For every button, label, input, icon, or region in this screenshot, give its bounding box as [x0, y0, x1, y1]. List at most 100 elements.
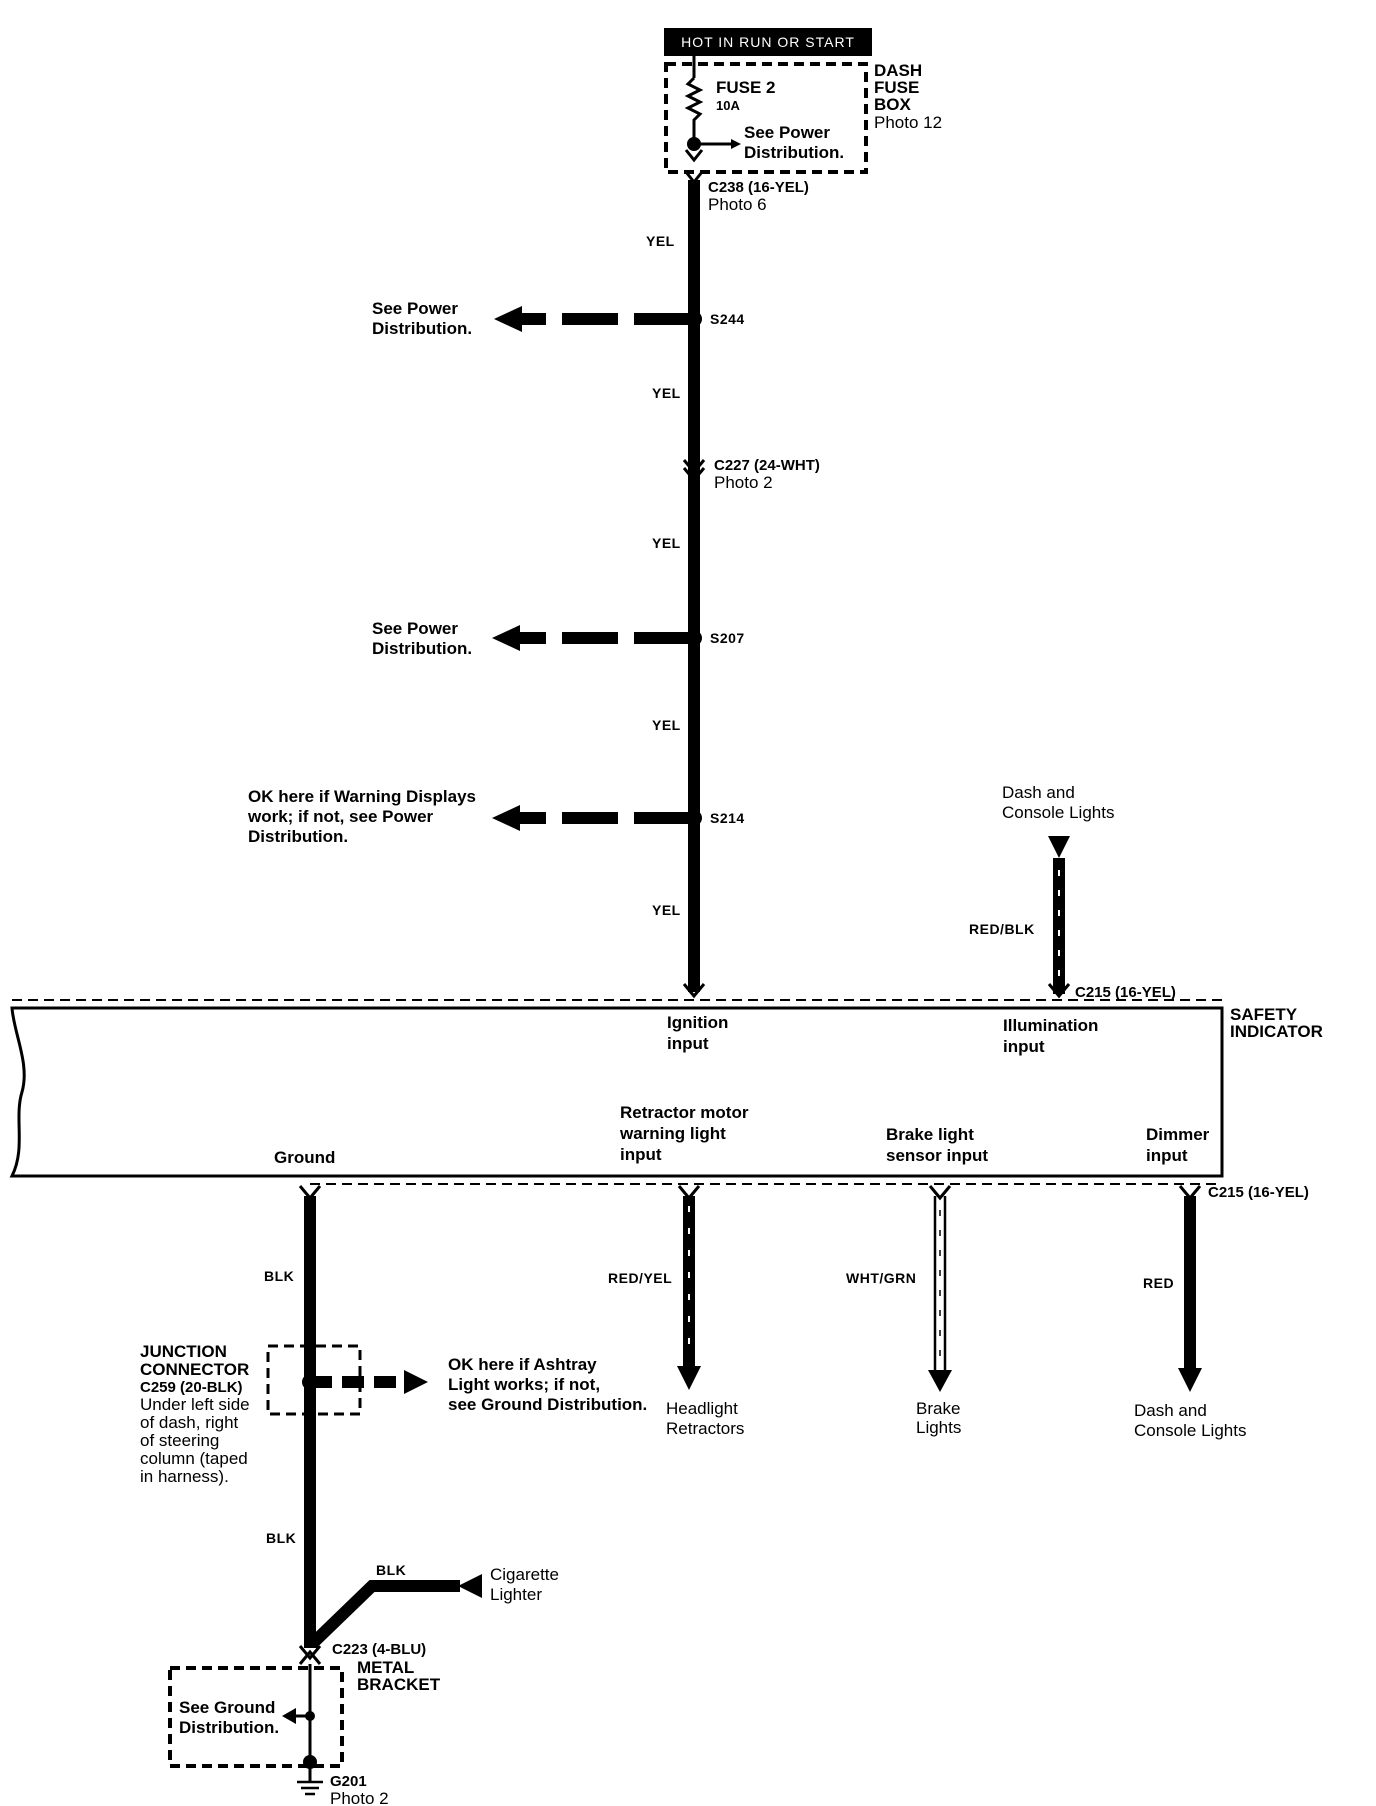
fuse-box-name-3: BOX	[874, 95, 912, 114]
ground-blk-wire	[298, 1185, 322, 1648]
wire-label-yel-3: YEL	[652, 535, 681, 551]
bracket-name-2: BRACKET	[357, 1675, 441, 1694]
s244-label-2: Distribution.	[372, 319, 472, 338]
fuse-box-name-1: DASH	[874, 61, 922, 80]
s214-id: S214	[710, 810, 745, 826]
bracket-branch-label-1: See Ground	[179, 1698, 275, 1717]
fuse-name: FUSE 2	[716, 78, 776, 97]
dest-cigarette-2: Lighter	[490, 1585, 542, 1604]
splice-s207: S207 See Power Distribution.	[372, 619, 745, 658]
metal-bracket	[168, 1664, 344, 1782]
dash-console-source-1: Dash and	[1002, 783, 1075, 802]
s244-arrow	[494, 306, 522, 332]
yel-feed-wire	[684, 171, 704, 992]
wire-label-yel-4: YEL	[652, 717, 681, 733]
dest-dash-console-2: Console Lights	[1134, 1421, 1246, 1440]
pin-retractor-3: input	[620, 1145, 662, 1164]
c238-id: C238 (16-YEL)	[708, 179, 809, 196]
wire-label-yel-5: YEL	[652, 902, 681, 918]
c227-photo: Photo 2	[714, 473, 773, 492]
s214-label-2: work; if not, see Power	[247, 807, 434, 826]
pin-illumination-1: Illumination	[1003, 1016, 1098, 1035]
junction-branch-label-1: OK here if Ashtray	[448, 1355, 597, 1374]
splice-s244: S244 See Power Distribution.	[372, 299, 745, 338]
dash-console-arrow	[1178, 1368, 1202, 1392]
pin-ground: Ground	[274, 1148, 335, 1167]
power-source-header: HOT IN RUN OR START	[664, 28, 872, 56]
connector-c223	[298, 1645, 322, 1665]
pin-retractor-1: Retractor motor	[620, 1103, 749, 1122]
headlight-arrow	[677, 1366, 701, 1390]
wire-label-blk-1: BLK	[264, 1268, 294, 1284]
dest-brake-1: Brake	[916, 1399, 960, 1418]
dest-cigarette-1: Cigarette	[490, 1565, 559, 1584]
brake-arrow	[928, 1370, 952, 1392]
junction-location-4: column (taped	[140, 1449, 248, 1468]
wht-grn-wire	[928, 1185, 952, 1392]
dash-fuse-box: FUSE 2 10A See Power Distribution. DASH …	[664, 56, 942, 174]
connector-c227: C227 (24-WHT) Photo 2	[682, 457, 820, 492]
bracket-branch-arrow	[282, 1708, 296, 1724]
module-name-1: SAFETY	[1230, 1005, 1298, 1024]
junction-title-3: C259 (20-BLK)	[140, 1379, 243, 1396]
wire-label-blk-2: BLK	[266, 1530, 296, 1546]
junction-location-5: in harness).	[140, 1467, 229, 1486]
s207-label-2: Distribution.	[372, 639, 472, 658]
s244-label-1: See Power	[372, 299, 458, 318]
safety-indicator-module	[9, 999, 1226, 1185]
cigarette-lighter-wire	[307, 1574, 482, 1649]
pin-brake-2: sensor input	[886, 1146, 988, 1165]
pin-brake-1: Brake light	[886, 1125, 974, 1144]
fuse-box-photo: Photo 12	[874, 113, 942, 132]
wire-label-blk-3: BLK	[376, 1562, 406, 1578]
junction-title-2: CONNECTOR	[140, 1360, 249, 1379]
junction-location-2: of dash, right	[140, 1413, 239, 1432]
s214-arrow	[492, 805, 520, 831]
pin-retractor-2: warning light	[619, 1124, 726, 1143]
module-name-2: INDICATOR	[1230, 1022, 1323, 1041]
bracket-name-1: METAL	[357, 1658, 414, 1677]
pin-illumination-2: input	[1003, 1037, 1045, 1056]
s207-label-1: See Power	[372, 619, 458, 638]
fuse-symbol	[684, 76, 704, 144]
junction-branch-arrow	[404, 1370, 428, 1394]
s244-id: S244	[710, 311, 745, 327]
s214-label-1: OK here if Warning Displays	[248, 787, 476, 806]
junction-connector-c259	[266, 1344, 428, 1416]
splice-s214: S214 OK here if Warning Displays work; i…	[247, 787, 745, 846]
dash-console-source-arrow	[1048, 836, 1070, 858]
wire-label-yel-1: YEL	[646, 233, 675, 249]
dest-dash-console-1: Dash and	[1134, 1401, 1207, 1420]
red-wire	[1178, 1185, 1202, 1392]
ground-photo: Photo 2	[330, 1789, 389, 1806]
junction-location-1: Under left side	[140, 1395, 250, 1414]
junction-branch-label-3: see Ground Distribution.	[448, 1395, 647, 1414]
c223-id: C223 (4-BLU)	[332, 1641, 426, 1658]
c215-top-id: C215 (16-YEL)	[1075, 984, 1176, 1001]
fuse-box-name-2: FUSE	[874, 78, 919, 97]
wire-label-red-yel: RED/YEL	[608, 1270, 672, 1286]
power-label: HOT IN RUN OR START	[681, 34, 855, 50]
dest-brake-2: Lights	[916, 1418, 961, 1437]
red-yel-wire	[677, 1185, 701, 1390]
junction-branch-label-2: Light works; if not,	[448, 1375, 600, 1394]
wire-label-wht-grn: WHT/GRN	[846, 1270, 916, 1286]
pin-dimmer-2: input	[1146, 1146, 1188, 1165]
fuse-rating: 10A	[716, 98, 740, 113]
s207-id: S207	[710, 630, 745, 646]
pin-ignition-1: Ignition	[667, 1013, 728, 1032]
wire-label-red: RED	[1143, 1275, 1174, 1291]
bracket-branch-label-2: Distribution.	[179, 1718, 279, 1737]
red-blk-wire	[1047, 836, 1071, 999]
pin-ignition-2: input	[667, 1034, 709, 1053]
ground-id: G201	[330, 1773, 367, 1790]
fuse-branch-label-2: Distribution.	[744, 143, 844, 162]
dash-console-source-2: Console Lights	[1002, 803, 1114, 822]
wire-label-yel-2: YEL	[652, 385, 681, 401]
wire-label-red-blk: RED/BLK	[969, 921, 1035, 937]
cigarette-arrow	[458, 1574, 482, 1598]
fuse-branch-label-1: See Power	[744, 123, 830, 142]
c238-photo: Photo 6	[708, 195, 767, 214]
c227-id: C227 (24-WHT)	[714, 457, 820, 474]
